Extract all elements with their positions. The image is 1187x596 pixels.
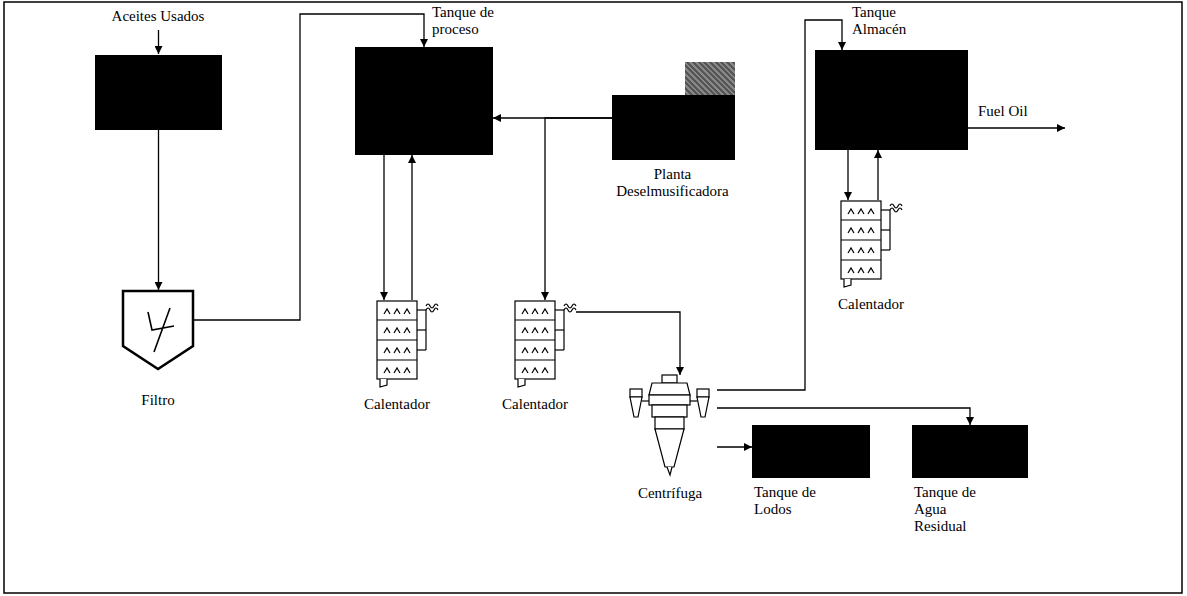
input-tank: Aceites Usados bbox=[95, 55, 222, 130]
process-tank: Tanque de proceso bbox=[355, 47, 493, 155]
heater-symbol: Calentador bbox=[514, 300, 576, 390]
flow-label: Fuel Oil bbox=[978, 103, 1028, 120]
output-arrow bbox=[968, 127, 1065, 128]
flow-connector bbox=[877, 150, 878, 200]
sludge-tank: Tanque de Lodos bbox=[752, 425, 870, 478]
heater-symbol: Calentador bbox=[376, 300, 438, 390]
centrifuge-symbol-drawing bbox=[622, 375, 717, 475]
flow-connector bbox=[545, 118, 612, 300]
node-label: Tanque de Agua Residual bbox=[914, 484, 986, 535]
flow-connector bbox=[717, 408, 970, 425]
filter-symbol: Filtro bbox=[122, 290, 194, 370]
heater-symbol: Calentador bbox=[840, 200, 902, 290]
flow-connector bbox=[847, 150, 848, 200]
input-arrow bbox=[158, 30, 159, 54]
node-label: Filtro bbox=[118, 392, 198, 409]
node-label: Calentador bbox=[490, 396, 580, 413]
frame-border bbox=[4, 2, 1182, 593]
flow-connector bbox=[158, 130, 159, 290]
flow-connector bbox=[576, 312, 680, 375]
node-label: Calentador bbox=[826, 296, 916, 313]
node-label: Tanque de Lodos bbox=[754, 484, 834, 518]
filter-symbol-drawing bbox=[122, 290, 194, 370]
flow-connector bbox=[717, 446, 752, 447]
flow-connector bbox=[411, 155, 412, 300]
node-label: Calentador bbox=[352, 396, 442, 413]
node-label: Tanque de proceso bbox=[432, 4, 512, 38]
storage-tank: Tanque Almacén bbox=[815, 50, 968, 150]
node-label: Tanque Almacén bbox=[852, 4, 922, 38]
flow-connector bbox=[383, 155, 384, 300]
centrifuge-symbol: Centrífuga bbox=[622, 375, 717, 475]
wastewater-tank: Tanque de Agua Residual bbox=[912, 425, 1028, 478]
node-label: Planta Deselmusificadora bbox=[600, 166, 745, 200]
node-label: Centrífuga bbox=[620, 485, 720, 502]
plant-stack bbox=[685, 62, 735, 95]
heater-symbol-drawing bbox=[840, 200, 902, 290]
node-label: Aceites Usados bbox=[83, 8, 233, 25]
demulsifier-plant: Planta Deselmusificadora bbox=[612, 95, 735, 160]
heater-symbol-drawing bbox=[376, 300, 438, 390]
heater-symbol-drawing bbox=[514, 300, 576, 390]
